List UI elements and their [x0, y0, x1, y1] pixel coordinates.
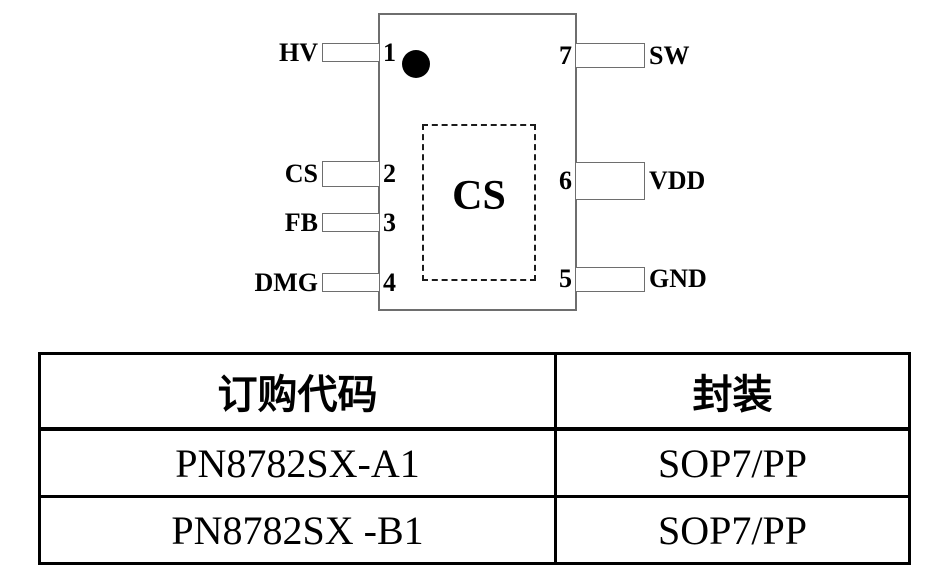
pin-number-3: 3 — [383, 208, 396, 237]
pin-number-7: 7 — [559, 41, 572, 70]
pin1-indicator-dot — [402, 50, 430, 78]
pin-stub-4 — [322, 273, 379, 292]
pin-stub-2 — [322, 161, 379, 187]
pin-stub-6 — [576, 162, 645, 200]
table-row: PN8782SX -B1 SOP7/PP — [38, 495, 911, 565]
pin-stub-3 — [322, 213, 379, 232]
table-row: PN8782SX-A1 SOP7/PP — [38, 427, 911, 498]
pin-label-vdd: VDD — [649, 166, 706, 195]
order-code-cell: PN8782SX -B1 — [38, 495, 557, 565]
package-header: 封装 — [554, 352, 911, 431]
pin-label-cs: CS — [284, 159, 318, 188]
pin-stub-1 — [322, 43, 379, 62]
pin-label-sw: SW — [649, 41, 690, 70]
pin-label-dmg: DMG — [254, 268, 318, 297]
pin-stub-5 — [576, 267, 645, 292]
package-cell: SOP7/PP — [554, 427, 911, 498]
chip-inner-dashed-box: CS — [422, 124, 536, 281]
pin-number-5: 5 — [559, 264, 572, 293]
pin-label-hv: HV — [279, 38, 318, 67]
pin-number-2: 2 — [383, 159, 396, 188]
chip-center-label: CS — [452, 172, 506, 219]
order-code-header: 订购代码 — [38, 352, 557, 431]
pin-stub-7 — [576, 43, 645, 68]
pinout-diagram: CS HV 1 CS 2 FB 3 DMG 4 7 SW 6 VDD 5 GND — [254, 13, 707, 311]
pin-label-fb: FB — [284, 208, 318, 237]
package-cell: SOP7/PP — [554, 495, 911, 565]
pin-number-1: 1 — [383, 38, 396, 67]
order-code-cell: PN8782SX-A1 — [38, 427, 557, 498]
order-table-header-row: 订购代码 封装 — [38, 352, 911, 431]
order-table: 订购代码 封装 PN8782SX-A1 SOP7/PP PN8782SX -B1… — [38, 352, 911, 565]
pin-number-4: 4 — [383, 268, 396, 297]
pin-label-gnd: GND — [649, 264, 707, 293]
pin-number-6: 6 — [559, 166, 572, 195]
